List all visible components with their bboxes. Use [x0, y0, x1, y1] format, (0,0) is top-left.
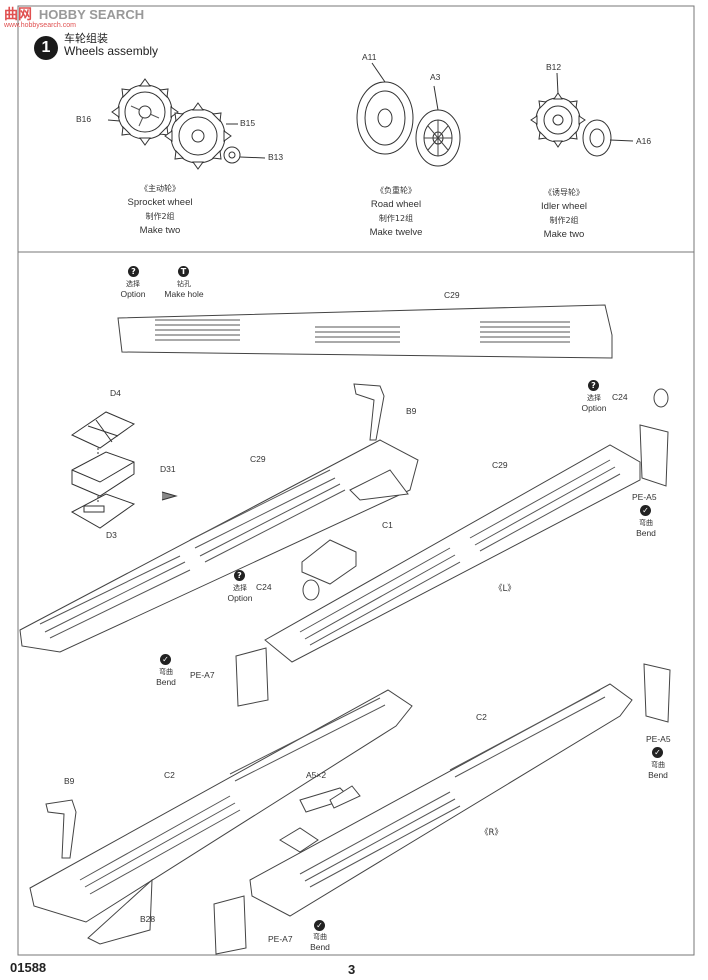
part-label-b16: B16	[76, 114, 92, 124]
bend-en: Bend	[648, 770, 668, 780]
caption-idler-cn: 《诱导轮》	[544, 188, 584, 197]
legend-make-hole: 钻孔 Make hole	[156, 279, 212, 299]
hull-plate-c2-left	[29, 689, 413, 945]
label-l3: 《L》	[494, 584, 516, 594]
road-wheel-drawing	[356, 62, 461, 167]
caption-sprocket-en: Sprocket wheel	[127, 197, 193, 208]
bend-icon: ✓	[314, 920, 325, 931]
label-d4: D4	[110, 388, 121, 398]
bend-cn: 弯曲	[313, 933, 327, 941]
caption-idler: 《诱导轮》 Idler wheel 制作2组 Make two	[514, 186, 614, 242]
step-title-en: Wheels assembly	[64, 44, 159, 58]
bend-icon: ✓	[640, 505, 651, 516]
label-c2-right: C2	[476, 712, 487, 722]
option-en: Option	[227, 593, 253, 603]
bend-icon: ✓	[160, 654, 171, 665]
part-label-a16: A16	[636, 136, 652, 146]
option-cn: 选择	[587, 394, 601, 402]
hull-plate-l3	[235, 388, 669, 707]
label-pe-a5-bottom: PE-A5	[646, 734, 671, 744]
idler-wheel-drawing	[530, 72, 634, 157]
drill-hole-icon: T	[178, 266, 189, 277]
label-d31: D31	[160, 464, 176, 474]
bend-en: Bend	[310, 942, 330, 952]
step-number: 1	[34, 36, 58, 60]
option-icon: ?	[234, 570, 245, 581]
part-label-b13: B13	[268, 152, 284, 162]
bend-en: Bend	[156, 677, 176, 687]
label-c29-mid: C29	[250, 454, 266, 464]
bend-cn: 弯曲	[651, 761, 665, 769]
label-pe-a5-top: PE-A5	[632, 492, 657, 502]
bend-cn: 弯曲	[159, 668, 173, 676]
bend-callout-mid-left: 弯曲 Bend	[146, 667, 186, 687]
bend-callout-top-right: 弯曲 Bend	[626, 518, 666, 538]
legend-make-hole-cn: 钻孔	[177, 280, 191, 288]
watermark-en: HOBBY SEARCH	[38, 7, 145, 22]
label-b9-bottom: B9	[64, 776, 75, 786]
caption-road-cn: 《负重轮》	[376, 186, 416, 195]
label-c24-mid: C24	[256, 582, 272, 592]
bend-icon: ✓	[652, 747, 663, 758]
option-icon: ?	[128, 266, 139, 277]
label-c2-left: C2	[164, 770, 175, 780]
caption-sprocket-qty-cn: 制作2组	[145, 212, 175, 221]
caption-road-qty-en: Make twelve	[369, 227, 423, 238]
part-label-b12: B12	[546, 62, 562, 72]
label-c29-right: C29	[492, 460, 508, 470]
option-icon: ?	[588, 380, 599, 391]
label-b28: B28	[140, 914, 156, 924]
label-c29-top: C29	[444, 290, 460, 300]
option-en: Option	[581, 403, 607, 413]
page-number: 3	[348, 962, 356, 977]
hull-plate-c29-left	[19, 383, 419, 653]
product-code: 01588	[10, 960, 47, 975]
sprocket-wheel-drawing	[107, 78, 266, 170]
label-d3: D3	[106, 530, 117, 540]
caption-idler-qty-en: Make two	[543, 229, 585, 240]
option-cn: 选择	[233, 584, 247, 592]
label-pe-a7-bottom: PE-A7	[268, 934, 293, 944]
part-label-b15: B15	[240, 118, 256, 128]
caption-road-qty-cn: 制作12组	[378, 214, 414, 223]
label-a5x2: A5×2	[306, 770, 327, 780]
hull-plate-c29-top	[117, 304, 613, 359]
caption-idler-en: Idler wheel	[541, 201, 587, 212]
bend-callout-bottom-right: 弯曲 Bend	[638, 760, 678, 780]
watermark-url: www.hobbysearch.com	[4, 22, 76, 29]
legend-option-en: Option	[120, 289, 146, 299]
bend-cn: 弯曲	[639, 519, 653, 527]
caption-road: 《负重轮》 Road wheel 制作12组 Make twelve	[346, 184, 446, 240]
parts-d4-d31-d3	[70, 411, 178, 529]
step-title-cn: 车轮组装	[64, 32, 108, 45]
part-label-a3: A3	[430, 72, 441, 82]
legend-option-cn: 选择	[126, 280, 140, 288]
part-label-a11: A11	[362, 52, 377, 62]
watermark-cn: 曲网	[4, 7, 32, 23]
caption-road-en: Road wheel	[370, 199, 422, 210]
legend-option: 选择 Option	[110, 279, 156, 299]
caption-sprocket-qty-en: Make two	[139, 225, 181, 236]
option-callout-right: 选择 Option	[574, 393, 614, 413]
caption-sprocket: 《主动轮》 Sprocket wheel 制作2组 Make two	[110, 182, 210, 238]
label-r-mark: 《R》	[480, 828, 503, 838]
label-b9-top: B9	[406, 406, 417, 416]
option-callout-mid: 选择 Option	[220, 583, 260, 603]
label-c1: C1	[382, 520, 393, 530]
bend-en: Bend	[636, 528, 656, 538]
hull-plate-c2-right	[213, 663, 671, 955]
watermark-logo: 曲网 HOBBY SEARCH	[4, 4, 144, 24]
legend-make-hole-en: Make hole	[164, 289, 204, 299]
bend-callout-bottom-mid: 弯曲 Bend	[300, 932, 340, 952]
caption-idler-qty-cn: 制作2组	[549, 216, 579, 225]
label-pe-a7-top: PE-A7	[190, 670, 215, 680]
caption-sprocket-cn: 《主动轮》	[140, 184, 180, 193]
label-c24-right: C24	[612, 392, 628, 402]
